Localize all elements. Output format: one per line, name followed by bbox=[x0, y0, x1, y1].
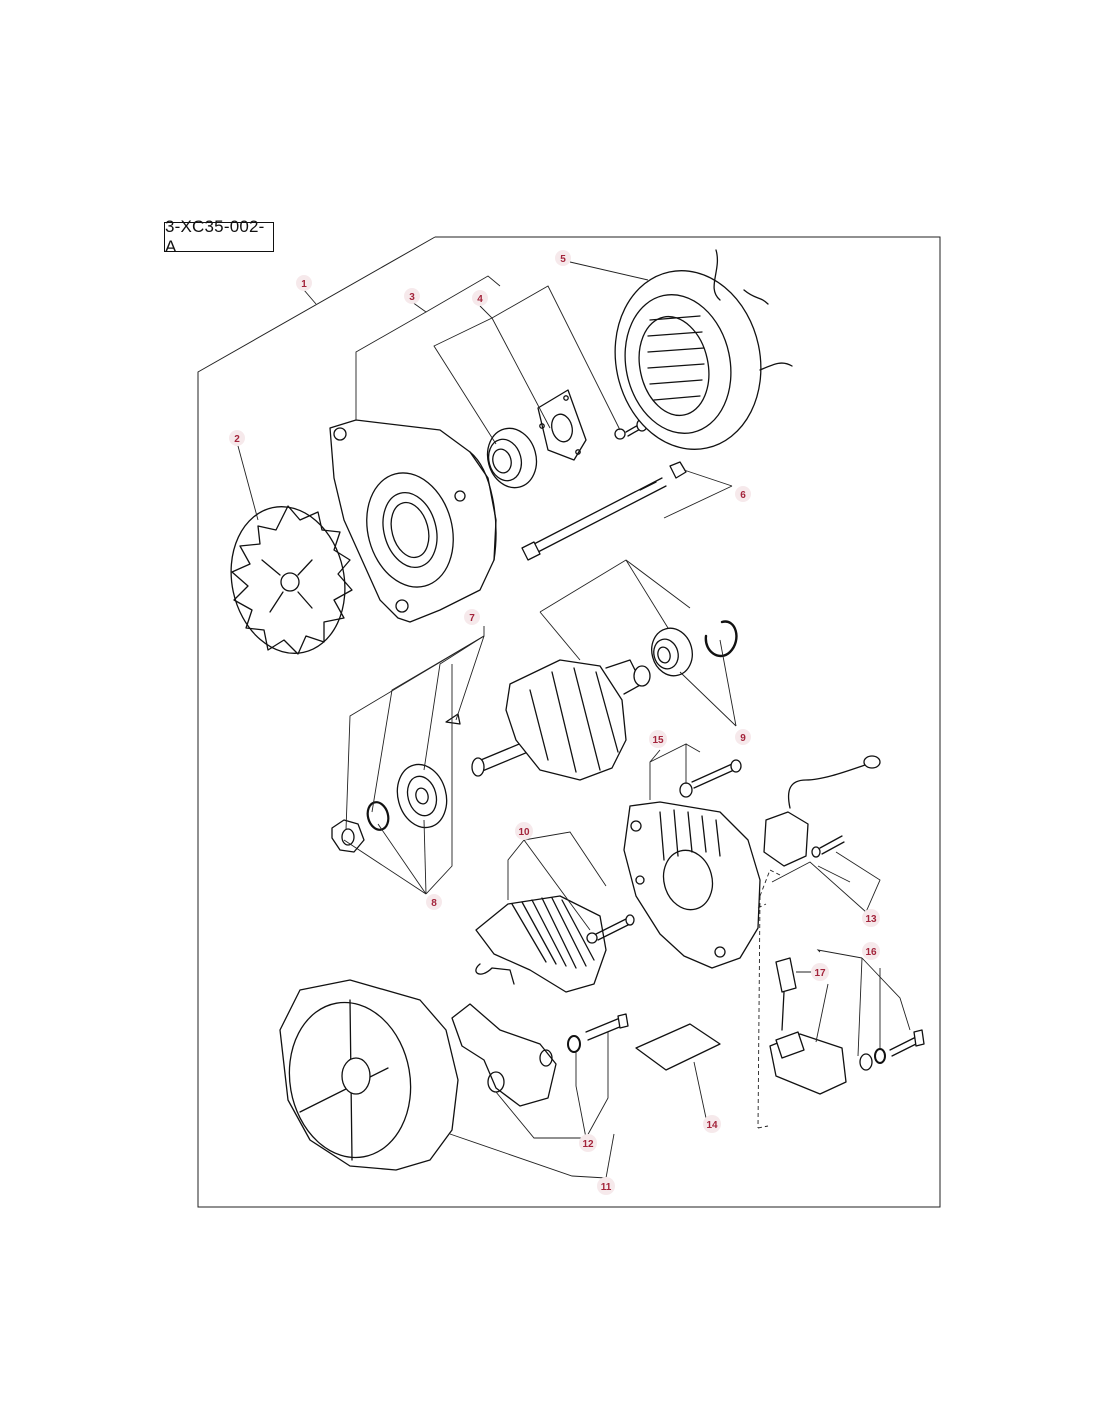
callout-12: 12 bbox=[579, 1134, 597, 1152]
part-shaft-nut bbox=[331, 819, 365, 853]
callout-text: 14 bbox=[706, 1120, 718, 1131]
part-snap-ring bbox=[704, 620, 738, 658]
callout-7: 7 bbox=[464, 609, 480, 625]
callout-6: 6 bbox=[735, 486, 751, 502]
diagram-frame bbox=[197, 236, 941, 1208]
part-fan bbox=[230, 505, 353, 655]
callout-text: 2 bbox=[234, 434, 240, 445]
callout-11: 11 bbox=[597, 1177, 615, 1195]
part-drive-bearing bbox=[486, 427, 538, 489]
callout-text: 13 bbox=[865, 914, 877, 925]
callout-text: 9 bbox=[740, 733, 746, 744]
part-insulator-pad bbox=[635, 1023, 721, 1071]
callout-9: 9 bbox=[735, 729, 751, 745]
part-suppressor bbox=[763, 755, 881, 867]
callout-15: 15 bbox=[649, 730, 667, 748]
callout-3: 3 bbox=[404, 288, 420, 304]
callout-text: 17 bbox=[814, 968, 826, 979]
callout-text: 16 bbox=[865, 947, 877, 958]
callout-5: 5 bbox=[555, 250, 571, 266]
callout-13: 13 bbox=[862, 909, 880, 927]
callout-17: 17 bbox=[811, 963, 829, 981]
callout-text: 12 bbox=[582, 1139, 594, 1150]
part-rectifier bbox=[475, 895, 607, 993]
part-drive-end-housing bbox=[329, 419, 497, 623]
part-brush-holder bbox=[451, 1003, 557, 1107]
callout-text: 1 bbox=[301, 279, 307, 290]
part-housing-screw bbox=[679, 759, 742, 798]
callout-text: 5 bbox=[560, 254, 566, 265]
part-through-bolt bbox=[521, 461, 687, 561]
part-pulley-spacer bbox=[396, 763, 448, 829]
callout-text: 7 bbox=[469, 613, 475, 624]
part-regulator bbox=[769, 957, 847, 1095]
callout-14: 14 bbox=[703, 1115, 721, 1133]
part-rectifier-screw bbox=[586, 914, 635, 944]
part-slip-ring-bearing bbox=[651, 627, 693, 677]
callout-2: 2 bbox=[229, 430, 245, 446]
part-stator bbox=[614, 249, 793, 450]
part-suppressor-screw bbox=[811, 835, 845, 858]
callout-text: 8 bbox=[431, 898, 437, 909]
callout-10: 10 bbox=[515, 822, 533, 840]
callout-text: 11 bbox=[601, 1182, 612, 1193]
part-brush-screw bbox=[567, 1013, 629, 1053]
callout-text: 6 bbox=[740, 490, 746, 501]
callout-8: 8 bbox=[426, 894, 442, 910]
part-slip-ring-housing bbox=[623, 801, 761, 969]
leader-lines bbox=[237, 261, 911, 1179]
part-retaining-plate bbox=[537, 389, 587, 461]
part-regulator-fasteners bbox=[859, 1029, 925, 1071]
callout-4: 4 bbox=[472, 290, 488, 306]
callout-text: 3 bbox=[409, 292, 415, 303]
part-rear-cover bbox=[279, 979, 459, 1171]
callout-text: 4 bbox=[477, 294, 483, 305]
callout-16: 16 bbox=[862, 942, 880, 960]
callout-text: 15 bbox=[652, 735, 664, 746]
diagram-reference-code: 3-XC35-002-A bbox=[164, 217, 274, 256]
callout-1: 1 bbox=[296, 275, 312, 291]
callout-text: 10 bbox=[518, 827, 530, 838]
part-rotor bbox=[471, 659, 651, 781]
part-shaft-washer bbox=[366, 801, 390, 831]
